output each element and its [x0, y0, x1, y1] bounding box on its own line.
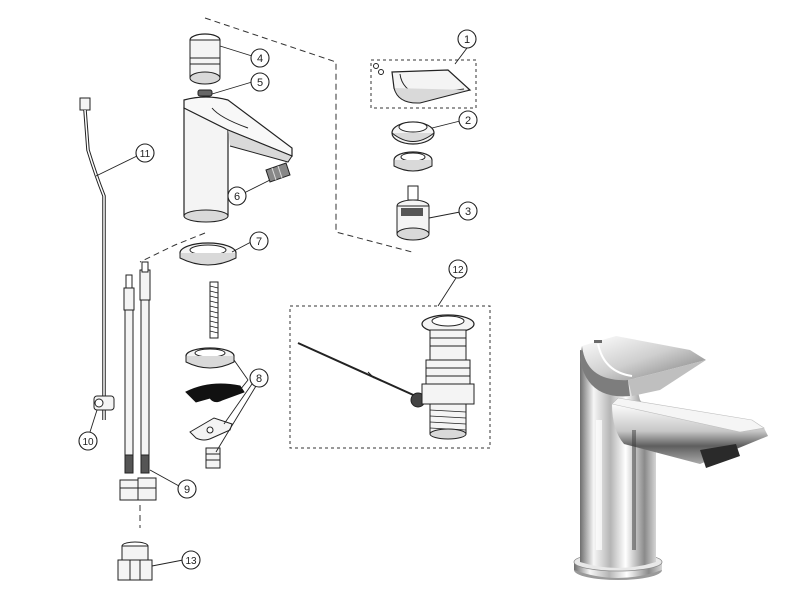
- callout-7-label: 7: [256, 236, 262, 248]
- part-13-connector-adapter: [117, 541, 153, 581]
- part-5-o-ring: [197, 89, 213, 97]
- callout-8-label: 8: [256, 373, 262, 385]
- callout-8: 8: [249, 368, 269, 388]
- part-1-lever-handle: [370, 59, 477, 109]
- faucet-body: [183, 96, 293, 223]
- part-11-pop-up-rod: [79, 97, 106, 420]
- retaining-nut: [393, 151, 433, 172]
- leader-lines: [89, 45, 468, 567]
- callout-5-label: 5: [257, 77, 263, 89]
- part-3-cartridge: [396, 185, 430, 241]
- callout-11: 11: [135, 143, 155, 163]
- callout-10-label: 10: [82, 437, 94, 448]
- part-2-cover-cap: [391, 121, 435, 145]
- part-6-aerator: [265, 162, 291, 183]
- part-8-fixing-kit: [185, 347, 245, 469]
- part-9-flexible-hoses: [119, 261, 157, 501]
- callout-5: 5: [250, 72, 270, 92]
- callout-11-label: 11: [140, 149, 151, 160]
- callout-1-label: 1: [464, 34, 470, 46]
- callout-10: 10: [78, 431, 98, 451]
- callout-6-label: 6: [234, 191, 240, 203]
- part-10-rod-clamp: [93, 395, 115, 411]
- threaded-stud: [209, 281, 219, 339]
- callout-9-label: 9: [184, 484, 190, 496]
- part-12-pop-up-waste: [289, 305, 491, 449]
- callout-1: 1: [457, 29, 477, 49]
- assembly-guide-lines: [139, 17, 413, 528]
- part-4-aerator-housing: [189, 33, 221, 85]
- callout-12-label: 12: [452, 265, 464, 276]
- callout-9: 9: [177, 479, 197, 499]
- callout-2-label: 2: [465, 115, 471, 127]
- callout-4-label: 4: [257, 53, 263, 65]
- callout-7: 7: [249, 231, 269, 251]
- callout-2: 2: [458, 110, 478, 130]
- faucet-product-photo: [573, 336, 768, 580]
- callout-3-label: 3: [465, 206, 471, 218]
- part-7-base-washer: [179, 242, 237, 266]
- callout-4: 4: [250, 48, 270, 68]
- callout-13-label: 13: [185, 556, 197, 567]
- callout-13: 13: [181, 550, 201, 570]
- callout-3: 3: [458, 201, 478, 221]
- callout-12: 12: [448, 259, 468, 279]
- callout-6: 6: [227, 186, 247, 206]
